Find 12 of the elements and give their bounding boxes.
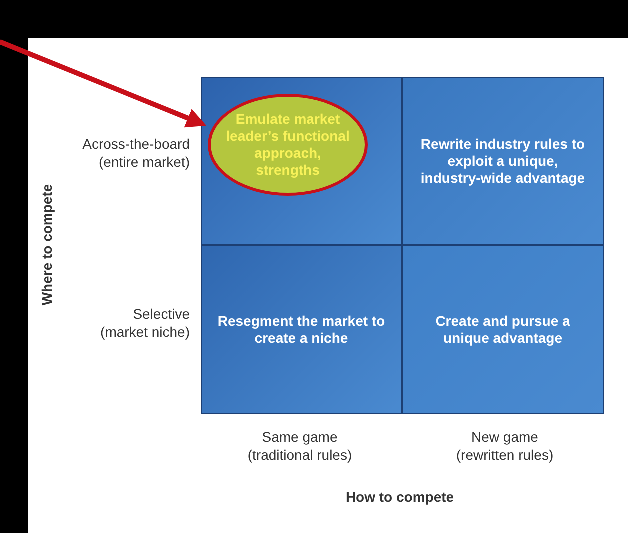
axis-label: Same game (traditional rules) bbox=[246, 428, 354, 464]
matrix-cell bbox=[201, 77, 402, 245]
highlight-ellipse: Emulate market leader’s functional approach, strengths bbox=[208, 94, 368, 196]
matrix-cell: Rewrite industry rules to exploit a unique, industry-wide advantage bbox=[402, 77, 604, 245]
arrow bbox=[0, 40, 207, 128]
axis-label: Across-the-board (entire market) bbox=[82, 135, 190, 171]
axis-title: How to compete bbox=[344, 488, 456, 506]
axis-label: New game (rewritten rules) bbox=[455, 428, 555, 464]
axis-label: Selective (market niche) bbox=[100, 305, 190, 341]
axis-title: Where to compete bbox=[38, 184, 56, 306]
matrix-cell: Create and pursue a unique advantage bbox=[402, 245, 604, 414]
matrix-cell: Resegment the market to create a niche bbox=[201, 245, 402, 414]
